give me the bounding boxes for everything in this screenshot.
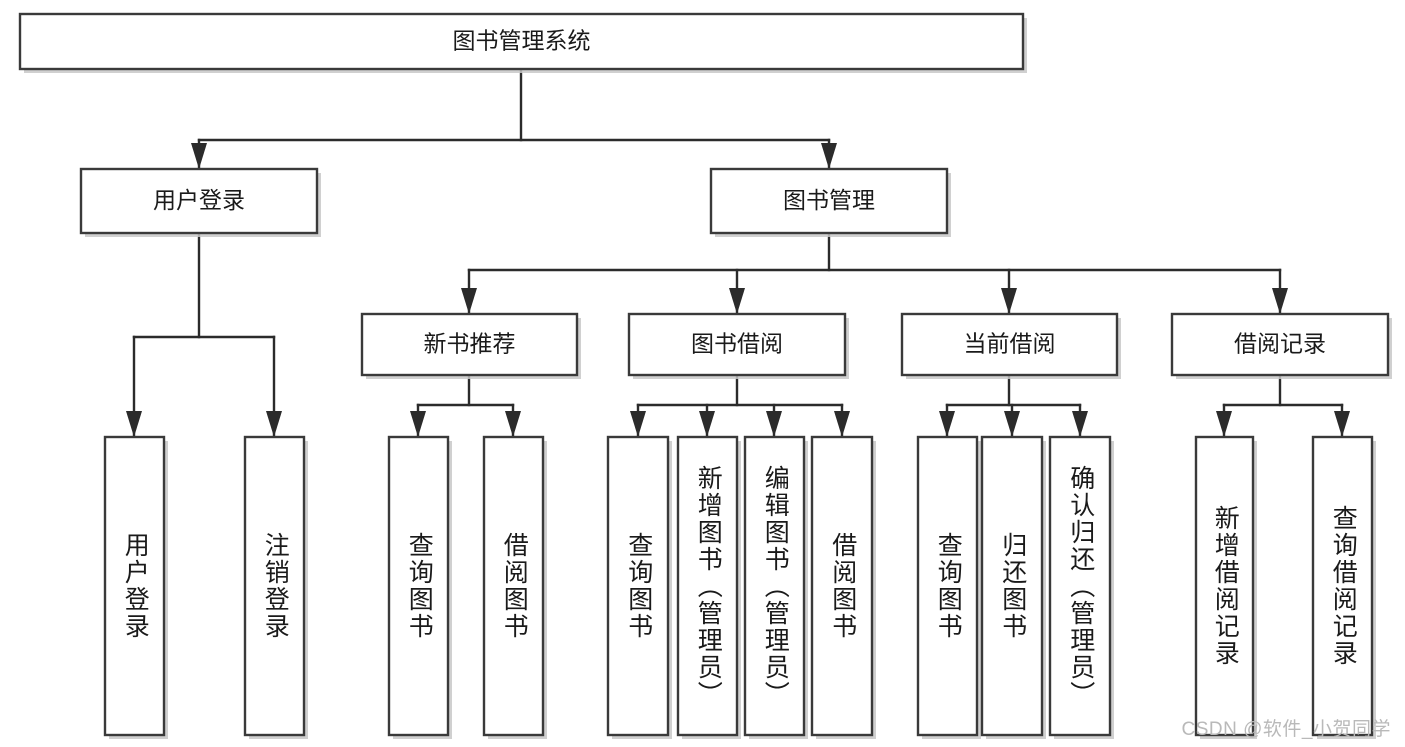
node-box-level2-0[interactable] [79, 167, 319, 235]
node-label: 新书推荐 [424, 331, 516, 357]
edge-arrowhead [1216, 411, 1232, 437]
node-box-leaf-12[interactable] [1311, 435, 1374, 737]
node-box-level3-1[interactable] [627, 312, 847, 377]
edge-arrowhead [1334, 411, 1350, 437]
node-label: 图书管理 [783, 187, 875, 213]
edge-arrowhead [1001, 288, 1017, 314]
edge-arrowhead [834, 411, 850, 437]
edge-arrowhead [1272, 288, 1288, 314]
edge-arrowhead [939, 411, 955, 437]
edge-arrowhead [1004, 411, 1020, 437]
edges-layer [126, 67, 1350, 437]
node-box-leaf-7[interactable] [810, 435, 874, 737]
edge-arrowhead [410, 411, 426, 437]
node-box-leaf-10[interactable] [1048, 435, 1112, 737]
node-label: 当前借阅 [964, 331, 1056, 357]
edge-arrowhead [461, 288, 477, 314]
node-box-leaf-2[interactable] [387, 435, 450, 737]
node-box-leaf-8[interactable] [916, 435, 979, 737]
edge-arrowhead [505, 411, 521, 437]
node-box-level3-3[interactable] [1170, 312, 1390, 377]
node-box-leaf-6[interactable] [743, 435, 806, 737]
edge-arrowhead [630, 411, 646, 437]
node-box-leaf-4[interactable] [606, 435, 670, 737]
node-label: 用户登录 [153, 187, 245, 213]
node-label: 借阅记录 [1234, 331, 1326, 357]
node-box-leaf-5[interactable] [676, 435, 739, 737]
node-box-leaf-9[interactable] [980, 435, 1044, 737]
node-box-leaf-1[interactable] [243, 435, 306, 737]
node-box-level3-0[interactable] [360, 312, 579, 377]
node-box-level3-2[interactable] [900, 312, 1119, 377]
edge-arrowhead [766, 411, 782, 437]
edge-arrowhead [191, 143, 207, 169]
node-box-leaf-3[interactable] [482, 435, 545, 737]
edge-arrowhead [1072, 411, 1088, 437]
node-label: 图书借阅 [691, 331, 783, 357]
edge-arrowhead [699, 411, 715, 437]
node-box-leaf-0[interactable] [103, 435, 166, 737]
edge-arrowhead [126, 411, 142, 437]
edge-arrowhead [266, 411, 282, 437]
edge-arrowhead [821, 143, 837, 169]
edge-arrowhead [729, 288, 745, 314]
node-box-leaf-11[interactable] [1194, 435, 1255, 737]
node-label: 图书管理系统 [453, 28, 591, 54]
boxes-layer [18, 12, 1392, 739]
node-box-root-0[interactable] [18, 12, 1025, 71]
node-box-level2-1[interactable] [709, 167, 949, 235]
